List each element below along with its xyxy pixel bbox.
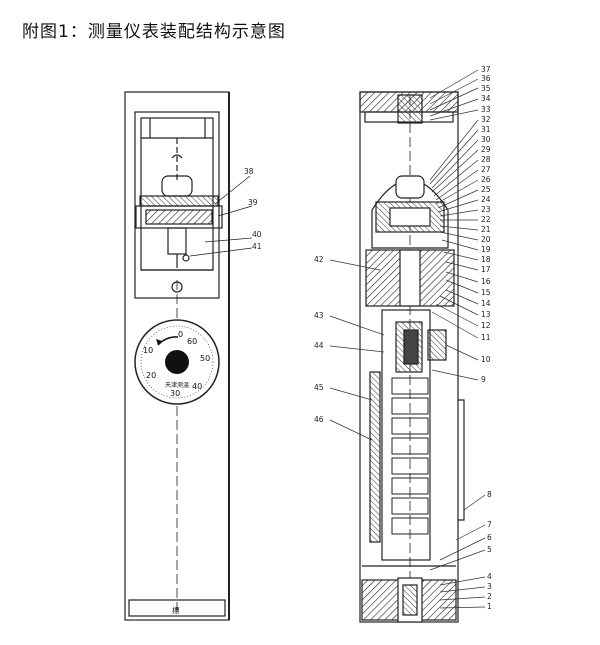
label-2: 2 — [487, 592, 492, 601]
label-43: 43 — [314, 311, 324, 320]
dial-num-10: 10 — [143, 346, 153, 355]
label-1: 1 — [487, 602, 492, 611]
label-39: 39 — [248, 198, 258, 207]
label-15: 15 — [481, 288, 491, 297]
label-45: 45 — [314, 383, 324, 392]
label-33: 33 — [481, 105, 491, 114]
dial-num-0: 0 — [178, 330, 183, 339]
label-25: 25 — [481, 185, 491, 194]
front-view — [124, 91, 253, 621]
dial-num-60: 60 — [187, 337, 197, 346]
label-44: 44 — [314, 341, 324, 350]
right-side-labels: 10 9 8 7 6 5 4 3 2 1 — [481, 355, 492, 611]
label-35: 35 — [481, 84, 491, 93]
label-36: 36 — [481, 74, 491, 83]
label-4: 4 — [487, 572, 492, 581]
label-37: 37 — [481, 65, 491, 74]
bottom-mark: 標 — [172, 605, 180, 615]
label-6: 6 — [487, 533, 492, 542]
label-24: 24 — [481, 195, 491, 204]
label-46: 46 — [314, 415, 324, 424]
label-23: 23 — [481, 205, 491, 214]
label-12: 12 — [481, 321, 491, 330]
label-17: 17 — [481, 265, 491, 274]
leader-lines — [329, 69, 486, 609]
label-16: 16 — [481, 277, 491, 286]
label-7: 7 — [487, 520, 492, 529]
label-10: 10 — [481, 355, 491, 364]
label-14: 14 — [481, 299, 491, 308]
right-left-labels: 42 43 44 45 46 — [314, 255, 324, 424]
dial-inscription: 天津测温 — [165, 381, 189, 389]
label-38: 38 — [244, 167, 254, 176]
right-top-labels: 37 36 35 34 33 32 31 30 29 28 27 26 25 2… — [481, 65, 491, 342]
label-40: 40 — [252, 230, 262, 239]
dial-num-20: 20 — [146, 371, 156, 380]
label-29: 29 — [481, 145, 491, 154]
label-34: 34 — [481, 94, 491, 103]
dial-knob — [165, 350, 189, 374]
dial-num-50: 50 — [200, 354, 210, 363]
label-41: 41 — [252, 242, 262, 251]
label-22: 22 — [481, 215, 491, 224]
label-28: 28 — [481, 155, 491, 164]
label-5: 5 — [487, 545, 492, 554]
section-view — [359, 91, 465, 623]
label-11: 11 — [481, 333, 491, 342]
label-20: 20 — [481, 235, 491, 244]
dial-num-40: 40 — [192, 382, 202, 391]
label-13: 13 — [481, 310, 491, 319]
label-42: 42 — [314, 255, 324, 264]
dial — [134, 319, 220, 405]
label-32: 32 — [481, 115, 491, 124]
label-21: 21 — [481, 225, 491, 234]
label-8: 8 — [487, 490, 492, 499]
label-3: 3 — [487, 582, 492, 591]
label-31: 31 — [481, 125, 491, 134]
dial-num-30: 30 — [170, 389, 180, 398]
label-26: 26 — [481, 175, 491, 184]
figure-title: 附图1：测量仪表装配结构示意图 — [22, 22, 286, 42]
label-9: 9 — [481, 375, 486, 384]
label-30: 30 — [481, 135, 491, 144]
label-19: 19 — [481, 245, 491, 254]
label-27: 27 — [481, 165, 491, 174]
label-18: 18 — [481, 255, 491, 264]
